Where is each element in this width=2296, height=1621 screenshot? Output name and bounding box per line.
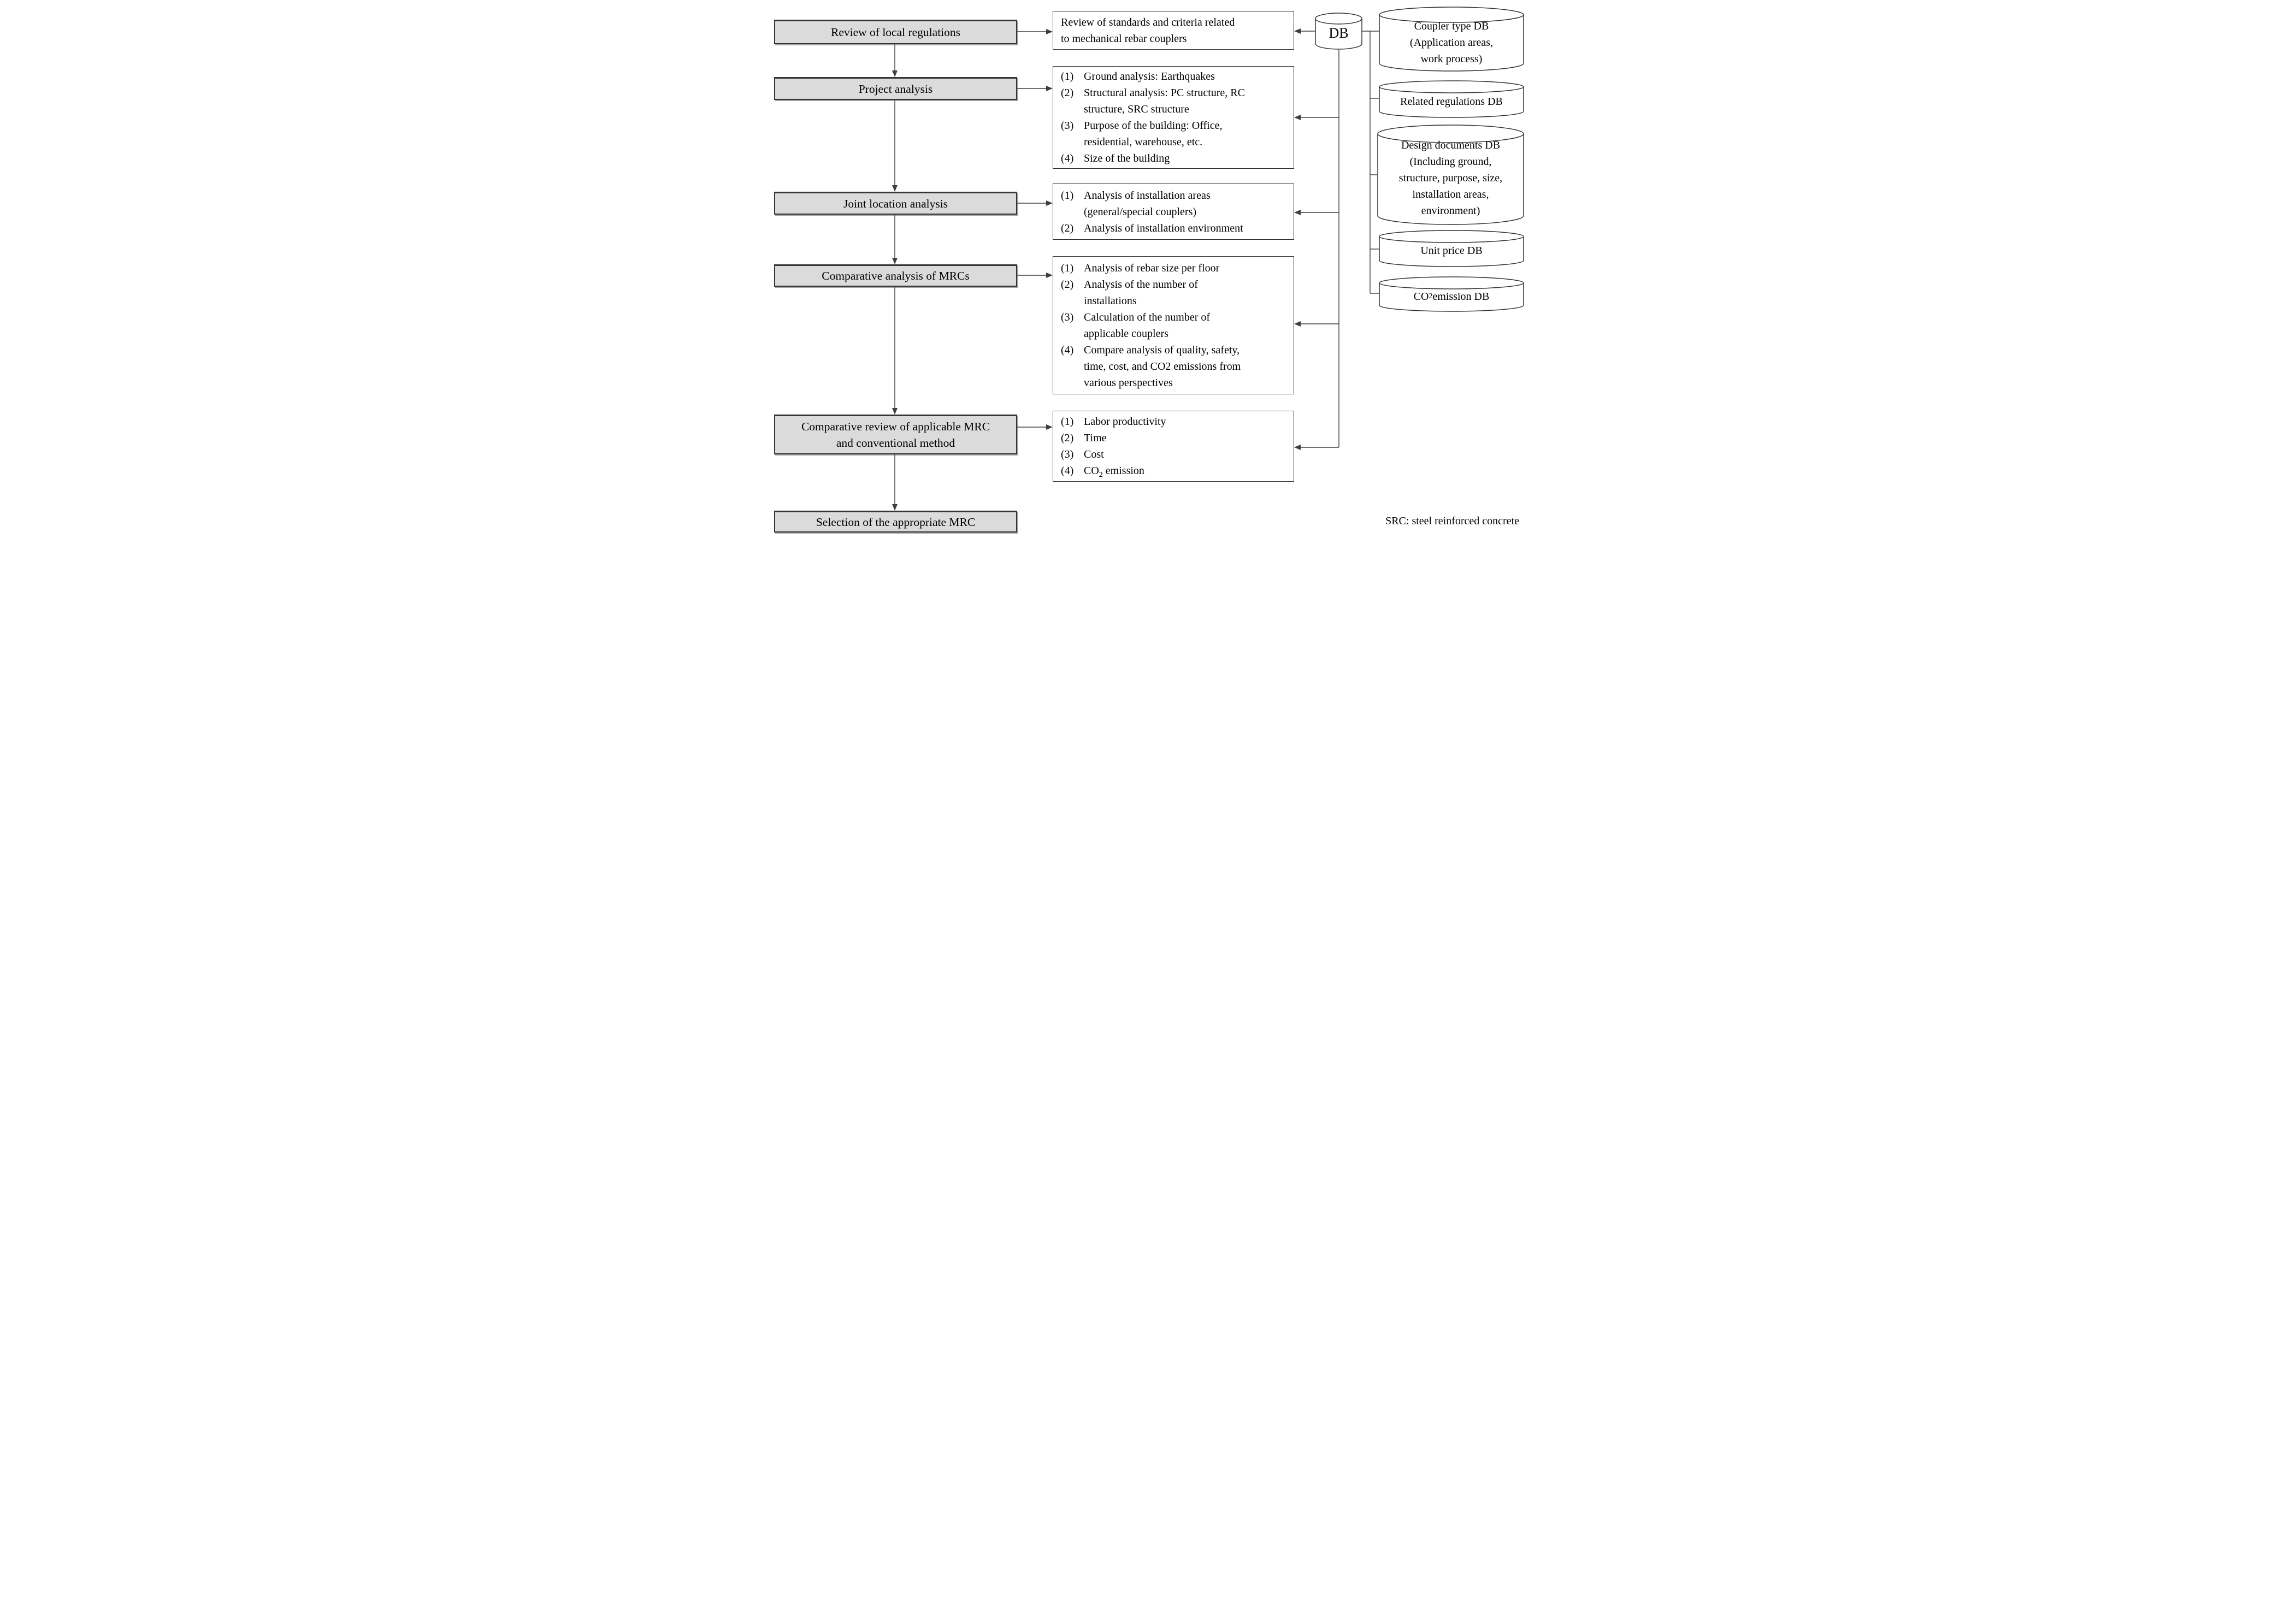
- db-hub-cylinder: DB: [1315, 13, 1362, 50]
- item-number: (1): [1061, 70, 1074, 82]
- item-number: (2): [1061, 278, 1074, 291]
- list-item: (4) Compare analysis of quality, safety,…: [1053, 342, 1294, 391]
- arrow-step3-detail3: [1017, 200, 1053, 206]
- list-item: (2) Structural analysis: PC structure, R…: [1053, 85, 1294, 117]
- coupler-type-db-label: Coupler type DB (Application areas, work…: [1409, 20, 1494, 65]
- item-text: Size of the building: [1084, 152, 1170, 164]
- unit-price-db-cylinder: Unit price DB: [1379, 230, 1524, 267]
- flowchart-canvas: Review of local regulations Project anal…: [765, 0, 1531, 540]
- related-regulations-db-cylinder: Related regulations DB: [1379, 80, 1524, 118]
- detail-joint-location-box: (1) Analysis of installation areas (gene…: [1053, 184, 1294, 240]
- cylinder-shape: [1377, 125, 1524, 225]
- flow-arrow-step4-step5: [892, 287, 898, 415]
- item-number: (3): [1061, 120, 1074, 132]
- arrow-step5-detail5: [1017, 424, 1053, 430]
- connector-lines: [892, 28, 1379, 511]
- list-item: (1) Analysis of rebar size per floor: [1053, 260, 1294, 276]
- item-number: (2): [1061, 87, 1074, 99]
- arrow-step1-detail1: [1017, 29, 1053, 34]
- chem-prefix: CO: [1413, 290, 1429, 303]
- flow-arrow-step1-step2: [892, 44, 898, 77]
- item-number: (4): [1061, 344, 1074, 356]
- flow-arrow-step2-step3: [892, 100, 898, 192]
- arrow-db-detail2: [1294, 115, 1339, 120]
- detail-standards-box: Review of standards and criteria related…: [1053, 11, 1294, 50]
- item-number: (3): [1061, 311, 1074, 323]
- item-number: (1): [1061, 416, 1074, 428]
- item-number: (4): [1061, 465, 1074, 477]
- flow-arrow-step5-step6: [892, 454, 898, 511]
- chem-suffix: emission: [1102, 465, 1144, 477]
- item-text: Time: [1084, 432, 1107, 444]
- item-text: Analysis of rebar size per floor: [1084, 262, 1220, 274]
- unit-price-db-label: Unit price DB: [1420, 245, 1483, 257]
- item-number: (1): [1061, 189, 1074, 202]
- chem-prefix: CO: [1084, 465, 1099, 477]
- item-text: Compare analysis of quality, safety, tim…: [1084, 344, 1241, 389]
- item-text: Structural analysis: PC structure, RC st…: [1084, 87, 1245, 115]
- item-text: CO2 emission: [1084, 463, 1289, 479]
- item-text: Calculation of the number of applicable …: [1084, 311, 1211, 340]
- item-number: (2): [1061, 432, 1074, 444]
- arrow-step2-detail2: [1017, 86, 1053, 91]
- item-text: Analysis of installation environment: [1084, 222, 1243, 234]
- list-item: (4) CO2 emission: [1053, 463, 1294, 479]
- item-number: (2): [1061, 222, 1074, 234]
- arrow-db-detail3: [1294, 210, 1339, 215]
- item-number: (3): [1061, 448, 1074, 460]
- list-item: (1) Analysis of installation areas (gene…: [1053, 187, 1294, 220]
- step-comparative-analysis-mrcs: Comparative analysis of MRCs: [774, 264, 1017, 287]
- list-item: (1) Labor productivity: [1053, 413, 1294, 430]
- item-text: Cost: [1084, 448, 1104, 460]
- item-text: Labor productivity: [1084, 416, 1166, 428]
- list-item: (3) Cost: [1053, 446, 1294, 463]
- chem-subscript: 2: [1099, 471, 1103, 479]
- related-regulations-db-label: Related regulations DB: [1400, 95, 1503, 108]
- list-item: (3) Calculation of the number of applica…: [1053, 309, 1294, 342]
- list-item: (3) Purpose of the building: Office, res…: [1053, 117, 1294, 150]
- db-hub-label: DB: [1329, 25, 1349, 41]
- list-item: (2) Time: [1053, 430, 1294, 446]
- detail-comparative-analysis-box: (1) Analysis of rebar size per floor (2)…: [1053, 256, 1294, 394]
- arrow-step4-detail4: [1017, 273, 1053, 278]
- detail-project-analysis-box: (1) Ground analysis: Earthquakes (2) Str…: [1053, 66, 1294, 169]
- step-project-analysis: Project analysis: [774, 77, 1017, 100]
- cylinder-shape: [1379, 80, 1524, 118]
- cylinder-shape: [1379, 230, 1524, 267]
- step-comparative-review: Comparative review of applicable MRC and…: [774, 415, 1017, 454]
- list-item: (2) Analysis of installation environment: [1053, 220, 1294, 236]
- cylinder-shape: [1379, 276, 1524, 312]
- cylinder-shape: [1379, 7, 1524, 72]
- chem-suffix: emission DB: [1432, 290, 1490, 303]
- arrow-db-detail5: [1294, 445, 1339, 450]
- item-number: (1): [1061, 262, 1074, 274]
- item-text: Analysis of the number of installations: [1084, 278, 1198, 307]
- arrow-db-detail1: [1294, 28, 1315, 34]
- list-item: (1) Ground analysis: Earthquakes: [1053, 68, 1294, 85]
- item-text: Ground analysis: Earthquakes: [1084, 70, 1215, 82]
- item-number: (4): [1061, 152, 1074, 164]
- flow-arrow-step3-step4: [892, 215, 898, 264]
- list-item: (4) Size of the building: [1053, 150, 1294, 167]
- arrow-db-detail4: [1294, 321, 1339, 327]
- cylinder-shape: [1315, 13, 1362, 50]
- coupler-type-db-cylinder: Coupler type DB (Application areas, work…: [1379, 7, 1524, 72]
- src-abbreviation-note: SRC: steel reinforced concrete: [1385, 515, 1519, 527]
- list-item: (2) Analysis of the number of installati…: [1053, 276, 1294, 309]
- design-documents-db-cylinder: Design documents DB (Including ground, s…: [1377, 125, 1524, 225]
- detail-comparative-review-box: (1) Labor productivity (2) Time (3) Cost…: [1053, 411, 1294, 482]
- item-text: Analysis of installation areas (general/…: [1084, 189, 1211, 218]
- item-text: Purpose of the building: Office, residen…: [1084, 120, 1223, 148]
- step-joint-location-analysis: Joint location analysis: [774, 192, 1017, 215]
- step-selection-appropriate-mrc: Selection of the appropriate MRC: [774, 511, 1017, 533]
- step-review-local-regulations: Review of local regulations: [774, 20, 1017, 44]
- design-documents-db-label: Design documents DB (Including ground, s…: [1398, 139, 1503, 217]
